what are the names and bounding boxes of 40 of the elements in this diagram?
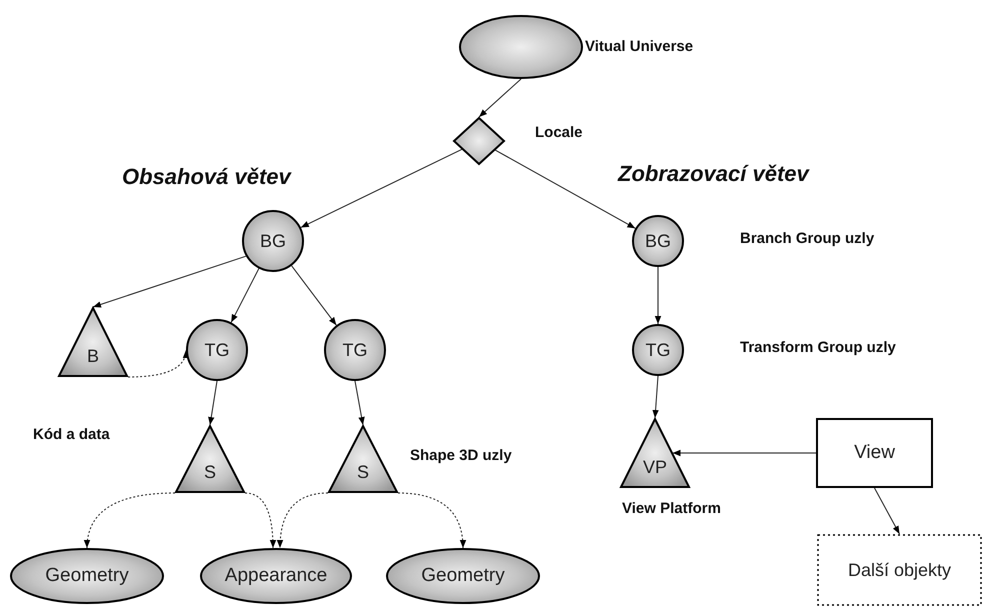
arrow xyxy=(874,488,900,534)
arrow xyxy=(291,265,337,326)
node-caption: View Platform xyxy=(622,500,721,517)
arrow xyxy=(230,268,260,323)
node-caption: Locale xyxy=(535,124,583,141)
node-label: Geometry xyxy=(421,565,505,587)
node-caption: Branch Group uzly xyxy=(740,230,874,247)
node-label: S xyxy=(356,462,369,483)
branch-heading: Obsahová větev xyxy=(122,164,291,190)
arrow xyxy=(300,148,462,228)
arrow xyxy=(654,266,662,324)
dashed-arrow xyxy=(277,492,328,548)
arrow xyxy=(208,380,218,426)
node-caption: Vitual Universe xyxy=(585,38,694,55)
node-label: TG xyxy=(646,340,670,360)
arrow xyxy=(354,380,365,426)
node-label: Appearance xyxy=(224,565,328,587)
arrow xyxy=(652,376,659,418)
dashed-arrow xyxy=(244,492,276,548)
dashed-arrow xyxy=(84,492,176,548)
dashed-arrow xyxy=(128,350,188,378)
node-label: BG xyxy=(260,230,286,252)
branch-heading: Zobrazovací větev xyxy=(618,161,809,187)
node-caption: Transform Group uzly xyxy=(740,339,896,356)
arrow xyxy=(92,256,246,308)
node-label: B xyxy=(86,346,99,367)
node-label: TG xyxy=(204,340,230,360)
node-label: Geometry xyxy=(45,565,129,587)
node-label: TG xyxy=(342,340,368,360)
dashed-arrow xyxy=(398,492,466,548)
arrow xyxy=(494,150,636,229)
node-label: VP xyxy=(642,457,667,478)
node-label: S xyxy=(204,462,216,483)
node-label: View xyxy=(854,442,895,464)
node-label: BG xyxy=(644,230,671,252)
node-label: Další objekty xyxy=(848,560,952,580)
node-caption: Shape 3D uzly xyxy=(410,447,512,464)
arrow xyxy=(672,450,816,456)
arrow xyxy=(478,78,522,118)
node-caption: Kód a data xyxy=(33,426,110,443)
